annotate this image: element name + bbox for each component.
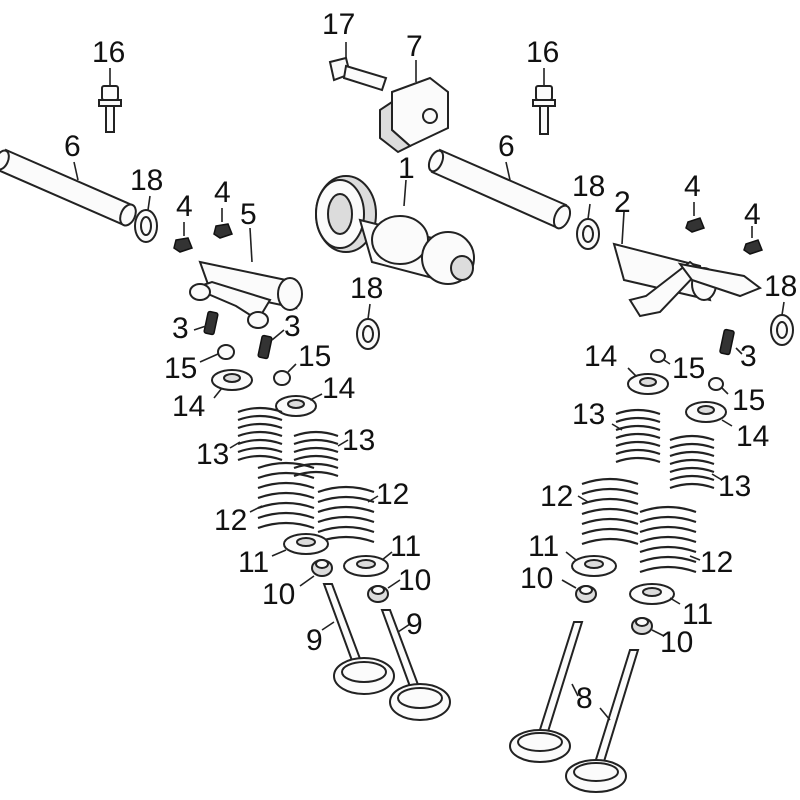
callout-10c: 10 xyxy=(520,562,553,595)
callout-12c: 12 xyxy=(540,480,573,513)
callout-15d: 15 xyxy=(732,384,765,417)
outer-spring-12-a xyxy=(249,461,315,530)
retainer-14-b xyxy=(275,393,323,417)
callout-3b: 3 xyxy=(284,310,301,343)
callout-11c: 11 xyxy=(528,530,559,563)
callout-3a: 3 xyxy=(172,312,189,345)
retainer-14-d xyxy=(685,401,733,427)
rocker-arm-2 xyxy=(612,211,763,318)
stem-seal-10-b xyxy=(367,579,401,603)
valve-8-a xyxy=(509,621,584,763)
stem-seal-10-d xyxy=(631,617,665,637)
callout-18b: 18 xyxy=(572,170,605,203)
callout-7: 7 xyxy=(406,30,423,63)
callout-6a: 6 xyxy=(64,130,81,163)
callout-2: 2 xyxy=(614,186,631,219)
callout-14d: 14 xyxy=(736,420,769,453)
callout-18c: 18 xyxy=(350,272,383,305)
keeper-15-a xyxy=(199,344,235,363)
callout-4d: 4 xyxy=(744,198,761,231)
keeper-15-d xyxy=(708,377,729,395)
rocker-arm-5 xyxy=(189,227,303,329)
screw-3-a xyxy=(193,310,219,336)
callout-18a: 18 xyxy=(130,164,163,197)
callout-13b: 13 xyxy=(342,424,375,457)
bolt-17 xyxy=(328,42,388,92)
callout-4a: 4 xyxy=(176,190,193,223)
callout-15c: 15 xyxy=(672,352,705,385)
callout-4b: 4 xyxy=(214,176,231,209)
inner-spring-13-b xyxy=(293,430,349,478)
retainer-14-a xyxy=(211,369,253,399)
valve-9-b xyxy=(380,609,451,721)
callout-13d: 13 xyxy=(718,470,751,503)
callout-18d: 18 xyxy=(764,270,797,303)
callout-14c: 14 xyxy=(584,340,617,373)
callout-10d: 10 xyxy=(660,626,693,659)
rocker-shaft-6-right xyxy=(427,148,572,230)
callout-15b: 15 xyxy=(298,340,331,373)
callout-10a: 10 xyxy=(262,578,295,611)
retainer-14-c xyxy=(627,367,669,395)
callout-5: 5 xyxy=(240,198,257,231)
outer-spring-12-c xyxy=(577,477,639,546)
valve-9-a xyxy=(321,583,395,695)
keeper-15-c xyxy=(650,349,671,365)
callout-6b: 6 xyxy=(498,130,515,163)
stem-seal-10-c xyxy=(561,579,597,603)
camshaft-1 xyxy=(315,175,475,285)
rocker-shaft-6-left xyxy=(0,148,137,227)
washer-18-b xyxy=(576,203,600,250)
callout-13a: 13 xyxy=(196,438,229,471)
callout-13c: 13 xyxy=(572,398,605,431)
callout-1: 1 xyxy=(398,152,415,185)
bolt-16-left xyxy=(98,68,122,133)
screw-3-b xyxy=(257,329,285,360)
callout-17: 17 xyxy=(322,8,355,41)
callout-14b: 14 xyxy=(322,372,355,405)
spring-seat-11-a xyxy=(271,533,329,557)
nut-4-d xyxy=(743,226,763,255)
inner-spring-13-c xyxy=(611,408,661,464)
washer-18-d xyxy=(770,301,794,346)
callout-16b: 16 xyxy=(526,36,559,69)
spring-seat-11-d xyxy=(629,583,681,605)
nut-4-b xyxy=(213,208,233,239)
callout-12a: 12 xyxy=(214,504,247,537)
nut-4-a xyxy=(173,222,193,253)
nut-4-c xyxy=(685,202,705,233)
inner-spring-13-a xyxy=(229,406,283,462)
callout-16a: 16 xyxy=(92,36,125,69)
outer-spring-12-b xyxy=(317,485,379,544)
callout-10b: 10 xyxy=(398,564,431,597)
callout-4c: 4 xyxy=(684,170,701,203)
callout-8: 8 xyxy=(576,682,593,715)
callout-11d: 11 xyxy=(682,598,713,631)
spring-seat-11-b xyxy=(343,551,393,577)
callout-11b: 11 xyxy=(390,530,421,563)
inner-spring-13-d xyxy=(669,434,723,490)
stem-seal-10-a xyxy=(299,559,333,587)
washer-18-a xyxy=(134,195,158,243)
callout-12d: 12 xyxy=(700,546,733,579)
callout-12b: 12 xyxy=(376,478,409,511)
washer-18-c xyxy=(356,303,380,350)
callout-9b: 9 xyxy=(406,608,423,641)
callout-15a: 15 xyxy=(164,352,197,385)
keeper-15-b xyxy=(273,363,297,386)
outer-spring-12-d xyxy=(639,505,701,574)
callout-3c: 3 xyxy=(740,340,757,373)
bolt-16-right xyxy=(532,68,556,135)
screw-3-c xyxy=(719,328,743,356)
callout-14a: 14 xyxy=(172,390,205,423)
callout-9a: 9 xyxy=(306,624,323,657)
callout-11a: 11 xyxy=(238,546,269,579)
valve-8-b xyxy=(565,649,640,793)
spring-seat-11-c xyxy=(565,551,617,577)
bracket-7 xyxy=(379,60,449,154)
